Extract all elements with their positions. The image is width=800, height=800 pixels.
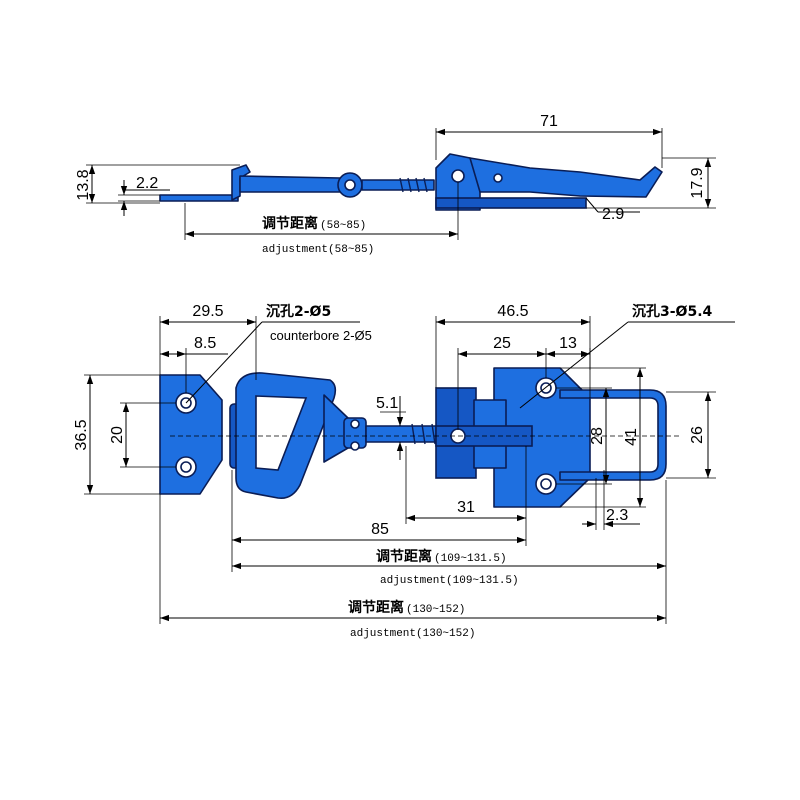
callout-left-en: counterbore 2-Ø5 — [270, 328, 372, 343]
side-catch-plate — [159, 194, 239, 202]
side-threaded-rod — [361, 179, 435, 191]
top-view: 29.5 8.5 沉孔2-Ø5 counterbore 2-Ø5 36.5 20… — [73, 303, 735, 640]
dim-71: 71 — [540, 113, 558, 130]
side-lever-arm — [469, 157, 663, 198]
dim-13: 13 — [559, 335, 577, 352]
top-adjust1-en: adjustment(109~131.5) — [380, 575, 519, 587]
dim-2-3: 2.3 — [606, 507, 628, 524]
dim-2-9: 2.9 — [602, 206, 624, 223]
dim-26: 26 — [689, 426, 706, 444]
top-base-hole-lower-inner — [540, 478, 552, 490]
dim-46-5: 46.5 — [497, 303, 528, 320]
side-pivot-hole — [451, 169, 465, 183]
dim-13-8: 13.8 — [75, 169, 92, 200]
top-catch-hole-lower-inner — [180, 461, 192, 473]
dim-41: 41 — [623, 428, 640, 446]
dim-85: 85 — [371, 521, 389, 538]
top-adjust1-cn: 调节距离(109~131.5) — [376, 548, 507, 565]
dim-25: 25 — [493, 335, 511, 352]
top-triangle-opening — [255, 395, 308, 471]
callout-right-cn: 沉孔3-Ø5.4 — [632, 303, 713, 320]
side-link — [239, 175, 341, 193]
dim-20: 20 — [109, 426, 126, 444]
side-lever-rivet — [493, 173, 503, 183]
callout-left-cn: 沉孔2-Ø5 — [266, 303, 331, 320]
dim-2-2: 2.2 — [136, 175, 158, 192]
top-wire-bail — [559, 389, 667, 481]
dim-5-1: 5.1 — [376, 395, 398, 412]
top-eye-hole — [350, 419, 360, 429]
side-adjust-cn: 调节距离(58~85) — [262, 215, 366, 232]
side-base-strip — [435, 197, 587, 209]
dim-29-5: 29.5 — [192, 303, 223, 320]
top-eye-hole-lower — [350, 441, 360, 451]
side-view: 71 13.8 2.2 17.9 2.9 调节距离(58~85) adjustm… — [75, 113, 716, 256]
side-eye-hole — [344, 179, 356, 191]
dim-36-5: 36.5 — [73, 419, 90, 450]
dim-31: 31 — [457, 499, 475, 516]
dim-28: 28 — [589, 427, 606, 445]
dim-8-5: 8.5 — [194, 335, 216, 352]
top-adjust2-cn: 调节距离(130~152) — [348, 599, 465, 616]
side-adjust-en: adjustment(58~85) — [262, 244, 374, 256]
dim-17-9: 17.9 — [689, 167, 706, 198]
top-adjust2-en: adjustment(130~152) — [350, 628, 475, 640]
side-thread-lines — [399, 177, 428, 193]
top-thread-lines — [411, 423, 456, 445]
